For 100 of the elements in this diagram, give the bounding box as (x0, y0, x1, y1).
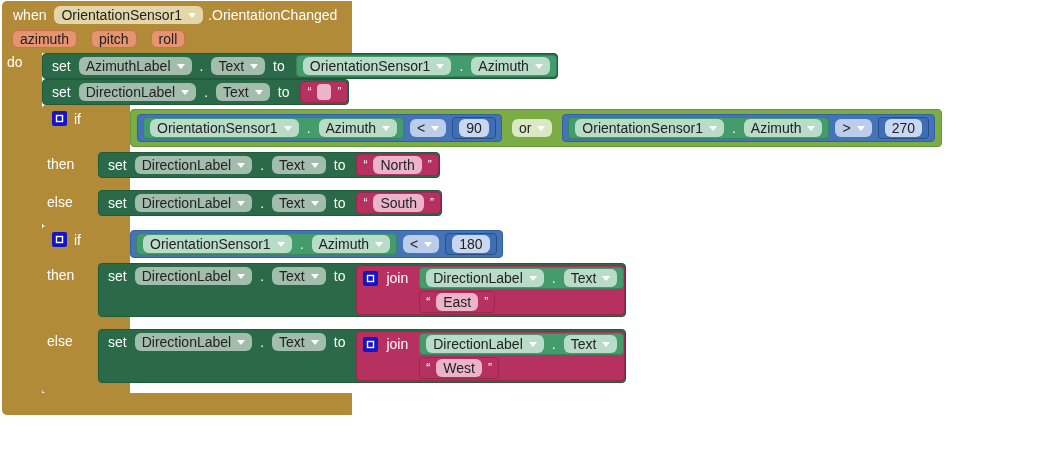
quote-mark: ” (487, 360, 492, 377)
property-dropdown: Azimuth (311, 235, 391, 253)
property-dropdown: Text (216, 83, 270, 101)
keyword: set (108, 267, 127, 285)
number-block (877, 117, 929, 139)
dot-separator: . (551, 269, 556, 287)
property-dropdown: Text (563, 269, 618, 287)
property-dropdown: Azimuth (743, 119, 823, 137)
comparison-block (562, 114, 935, 142)
event-parameter: roll (150, 30, 186, 48)
event-name: .OrientationChanged (208, 6, 338, 24)
setter-block (98, 263, 627, 317)
text-field: East (436, 293, 479, 311)
component-dropdown: AzimuthLabel (78, 57, 192, 75)
operator-dropdown: > (835, 119, 872, 137)
dot-separator: . (551, 335, 556, 353)
keyword: else (47, 193, 73, 211)
dot-separator: . (260, 333, 265, 351)
event-parameter: azimuth (12, 30, 78, 48)
keyword: set (52, 57, 71, 75)
dot-separator: . (306, 119, 311, 137)
component-dropdown: DirectionLabel (134, 156, 253, 174)
keyword: set (108, 333, 127, 351)
keyword: set (52, 83, 71, 101)
keyword: if (74, 110, 81, 128)
component-dropdown: OrientationSensor1 (143, 235, 292, 253)
keyword: to (333, 333, 346, 351)
dot-separator: . (204, 83, 209, 101)
component-dropdown: DirectionLabel (426, 335, 544, 353)
keyword: join (386, 335, 409, 353)
event-parameter: pitch (91, 30, 137, 48)
property-dropdown: Text (272, 194, 326, 212)
component-dropdown: OrientationSensor1 (575, 119, 724, 137)
getter-block (419, 267, 625, 289)
property-dropdown: Azimuth (471, 57, 550, 75)
quote-mark: ” (430, 195, 435, 212)
dot-separator: . (459, 57, 464, 75)
dot-separator: . (260, 156, 265, 174)
logic-block (130, 109, 942, 147)
keyword: do (7, 54, 23, 70)
property-dropdown: Text (272, 156, 326, 174)
getter-block (136, 233, 398, 255)
dot-separator: . (299, 235, 304, 253)
text-block (356, 154, 439, 176)
quote-mark: “ (307, 84, 312, 101)
keyword: when (13, 6, 47, 24)
keyword: to (277, 83, 290, 101)
property-dropdown: Text (272, 267, 326, 285)
operator-dropdown: or (511, 119, 553, 137)
text-field: West (436, 359, 482, 377)
keyword: else (47, 332, 73, 350)
property-dropdown: Text (272, 333, 326, 351)
getter-block (143, 117, 405, 139)
number-block (452, 117, 496, 139)
keyword: to (333, 156, 346, 174)
getter-block (295, 55, 557, 77)
setter-block (42, 53, 558, 79)
keyword: set (108, 156, 127, 174)
text-field (317, 84, 332, 100)
quote-mark: ” (427, 157, 432, 174)
operator-dropdown: < (410, 119, 447, 137)
join-block (356, 265, 626, 315)
text-block (419, 357, 499, 379)
component-dropdown: DirectionLabel (78, 83, 197, 101)
keyword: if (74, 231, 81, 249)
keyword: then (47, 155, 75, 173)
quote-mark: “ (363, 157, 368, 174)
component-dropdown: DirectionLabel (134, 267, 253, 285)
getter-block (568, 117, 830, 139)
dot-separator: . (260, 194, 265, 212)
component-dropdown: DirectionLabel (426, 269, 544, 287)
property-dropdown: Text (211, 57, 266, 75)
component-dropdown: OrientationSensor1 (150, 119, 299, 137)
component-dropdown: OrientationSensor1 (302, 57, 452, 75)
dot-separator: . (260, 267, 265, 285)
text-block (300, 81, 349, 103)
number-field: 270 (884, 119, 922, 137)
component-dropdown: OrientationSensor1 (54, 6, 204, 24)
keyword: set (108, 194, 127, 212)
quote-mark: “ (363, 195, 368, 212)
dot-separator: . (731, 119, 736, 137)
keyword: to (333, 267, 346, 285)
keyword: join (386, 269, 409, 287)
quote-mark: ” (337, 84, 342, 101)
number-block (445, 233, 497, 255)
text-block (419, 291, 496, 313)
operator-dropdown: < (403, 235, 440, 253)
text-block (356, 192, 442, 214)
comparison-block (137, 114, 502, 142)
keyword: to (333, 194, 346, 212)
setter-block (98, 152, 440, 178)
comparison-block (130, 230, 503, 258)
dot-separator: . (199, 57, 204, 75)
property-dropdown: Azimuth (318, 119, 398, 137)
property-dropdown: Text (563, 335, 618, 353)
number-field: 90 (459, 119, 489, 137)
text-field: South (373, 194, 425, 212)
setter-block (98, 190, 443, 216)
keyword: to (273, 57, 285, 75)
join-block (356, 331, 626, 381)
